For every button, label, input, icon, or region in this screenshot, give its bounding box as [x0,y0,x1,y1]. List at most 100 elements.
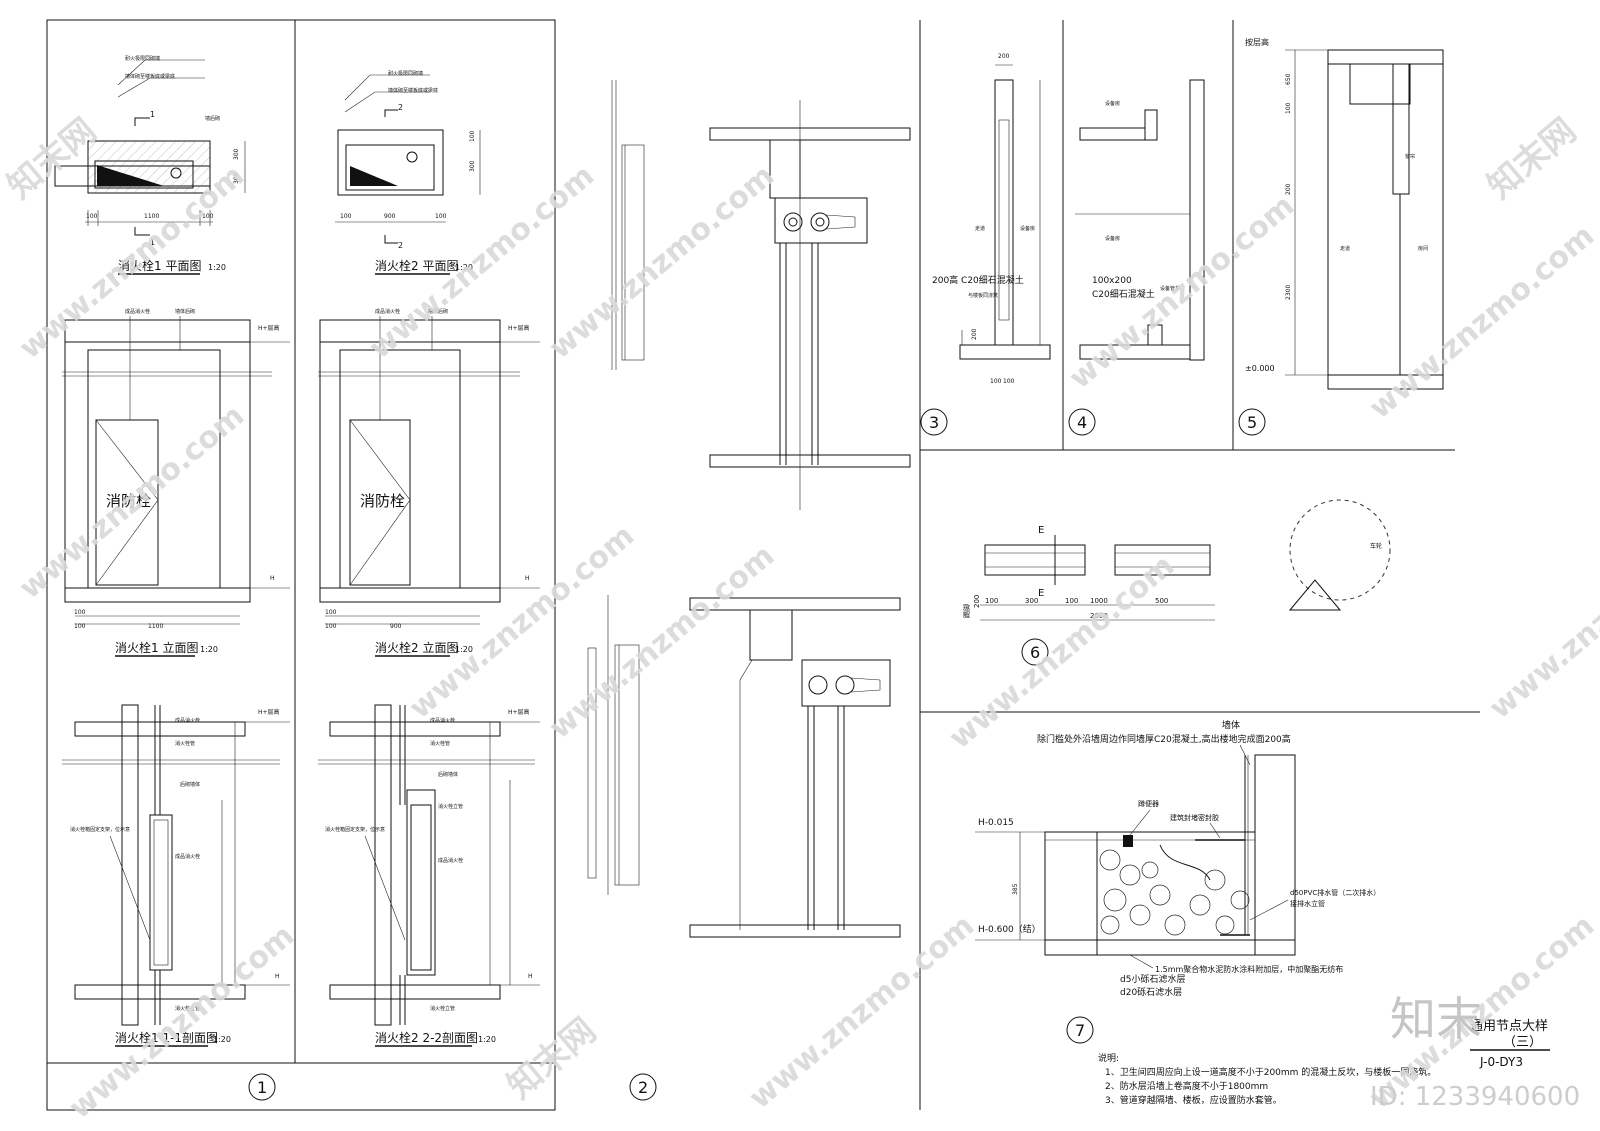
svg-text:www.znzmo.com: www.znzmo.com [1483,518,1600,726]
elev1-dim-2: 1100 [148,623,163,630]
svg-text:100: 100 [990,378,1002,385]
svg-text:www.znzmo.com: www.znzmo.com [13,398,251,606]
svg-text:200: 200 [1285,183,1292,195]
hydrant-2-plan: 耐火极限同砌墙 墙体砌至楼板底或梁底 2 2 100 900 100 100 3… [335,70,481,275]
panel-6-detail: E E 100 300 100 1000 500 2000 踢脚 200 车轮 … [962,499,1391,666]
plan2-scale: 1:20 [455,263,473,272]
hydrant-1-section: 成品消火栓 消火栓管 后砌墙体 成品消火栓 消火栓立管 消火栓箱固定支架，位示意… [62,704,290,1047]
sec1-note-4: 成品消火栓 [175,853,200,860]
svg-text:H-0.600（结）: H-0.600（结） [978,923,1041,935]
svg-text:100: 100 [1285,102,1292,114]
plan2-section-top: 2 [398,103,403,112]
elev2-dim-3: 100 [325,623,337,630]
panel-3-detail: 200 走道 设备房 200高 C20细石混凝土 与楼板同浇筑 200 100 … [920,53,1051,436]
plan1-note-1: 耐火极限同砌墙 [125,55,160,62]
plan2-vdim-2: 300 [469,160,476,172]
drawing-code: J-0-DY3 [1479,1055,1523,1069]
svg-text:100: 100 [1003,378,1015,385]
plan1-scale: 1:20 [208,263,226,272]
elev1-caption: 消火栓1 立面图 [115,640,198,655]
plan2-note-2: 墙体砌至楼板底或梁底 [388,87,438,94]
svg-text:1、卫生间四周应向上设一道高度不小于200mm 的混凝土反坎: 1、卫生间四周应向上设一道高度不小于200mm 的混凝土反坎，与楼板一同浇筑。 [1105,1066,1436,1078]
svg-text:200高 C20细石混凝土: 200高 C20细石混凝土 [932,274,1024,286]
svg-text:车轮: 车轮 [1370,542,1382,550]
panel-4-detail: 设备房 设备房 100x200 C20细石混凝土 设备管井 4 [1068,79,1205,436]
sec1-note-5: 消火栓立管 [175,1005,200,1012]
svg-text:7: 7 [1075,1021,1085,1040]
svg-text:3、管道穿越隔墙、楼板，应设置防水套管。: 3、管道穿越隔墙、楼板，应设置防水套管。 [1105,1094,1282,1106]
svg-text:6: 6 [1030,643,1040,662]
plan1-note-2: 墙体砌至楼板底或梁底 [125,73,175,80]
svg-text:2000: 2000 [1090,612,1108,620]
plan1-section-top: 1 [150,110,155,119]
sec2-note-2: 消火栓管 [430,740,450,747]
panels-3-5-frame [919,20,1480,1110]
svg-text:500: 500 [1155,597,1168,605]
elev1-note-2: 墙体后砌 [175,308,195,315]
svg-text:100: 100 [985,597,998,605]
hydrant-2-section: 成品消火栓 消火栓管 后砌墙体 消火栓立管 成品消火栓 消火栓立管 消火栓箱固定… [318,704,540,1047]
svg-text:100x200: 100x200 [1092,276,1132,286]
svg-text:墙体: 墙体 [1222,719,1240,731]
hydrant-1-plan: 耐火极限同砌墙 墙体砌至楼板底或梁底 墙后砌 1 1 100 1100 100 … [54,55,246,275]
elev2-note-2: 墙体后砌 [428,308,448,315]
svg-text:房间: 房间 [1418,245,1428,252]
e-mark-top: E [1038,525,1044,536]
elev1-dim-1: 100 [74,609,86,616]
svg-text:知末网: 知末网 [1480,111,1584,207]
svg-text:走道: 走道 [1340,245,1350,252]
sec2-note-1: 成品消火栓 [430,717,455,724]
sec1-scale: 1:20 [213,1035,231,1044]
svg-text:蹲便器: 蹲便器 [1138,799,1159,808]
plan2-vdim-1: 100 [469,130,476,142]
sec1-level-top: H+层高 [258,708,280,716]
svg-text:5: 5 [1247,413,1257,432]
plan1-caption: 消火栓1 平面图 [118,258,201,273]
svg-text:200: 200 [998,53,1010,60]
plan1-dim-3: 100 [202,213,214,220]
title-block: 通用节点大样 （三） J-0-DY3 [1470,1019,1550,1069]
sec1-level-bot: H [275,973,280,980]
sec1-note-2: 消火栓管 [175,740,195,747]
elev2-dim-1: 100 [325,609,337,616]
panel-1-number: 1 [248,1073,276,1101]
plan1-section-bot: 1 [150,238,155,247]
svg-text:www.znzmo.com: www.znzmo.com [943,548,1181,756]
svg-text:按层高: 按层高 [1245,37,1269,47]
svg-text:踢脚: 踢脚 [962,604,971,618]
sec2-note-5: 成品消火栓 [438,857,463,864]
sec2-note-7: 消火栓箱固定支架，位示意 [325,826,385,833]
svg-text:385: 385 [1012,883,1019,895]
svg-text:设备房: 设备房 [1105,100,1120,107]
svg-text:200: 200 [973,595,981,608]
svg-text:接排水立管: 接排水立管 [1290,899,1325,908]
plan2-note-1: 耐火极限同砌墙 [388,70,423,77]
svg-text:除门槛处外沿墙周边作同墙厚C20混凝土,高出楼地完成面200: 除门槛处外沿墙周边作同墙厚C20混凝土,高出楼地完成面200高 [1037,733,1291,745]
svg-text:2: 2 [638,1078,648,1097]
panel-7-detail: H-0.015 H-0.600（结） 385 墙体 除门槛处外沿墙周边作同墙厚C… [975,719,1436,1106]
drawing-title-suffix: （三） [1503,1035,1542,1050]
panel-2-number: 2 [629,1073,657,1101]
elev2-level-bot: H [525,575,530,582]
svg-text:2300: 2300 [1285,285,1292,300]
elev2-scale: 1:20 [455,645,473,654]
elev1-dim-3: 100 [74,623,86,630]
plan1-note-3: 墙后砌 [205,115,220,122]
svg-text:100: 100 [1065,597,1078,605]
plan1-vdim-2: 300 [233,172,240,184]
plan1-dim-1: 100 [86,213,98,220]
svg-text:d50PVC排水管（二次排水）: d50PVC排水管（二次排水） [1290,888,1380,897]
plan1-vdim-1: 300 [233,148,240,160]
image-id: ID: 1233940600 [1370,1082,1580,1112]
svg-text:设备管井: 设备管井 [1160,285,1180,292]
sec1-note-3: 后砌墙体 [180,781,200,788]
panel-1-frame [46,19,556,1111]
sec2-note-4: 消火栓立管 [438,803,463,810]
hydrant-2-elevation: 消防栓 H+层高 H 成品消火栓 墙体后砌 100 900 100 消火栓2 立… [318,308,540,657]
sec2-note-3: 后砌墙体 [438,771,458,778]
svg-text:d20砾石滤水层: d20砾石滤水层 [1120,986,1182,998]
hydrant-1-elevation: 消防栓 H+层高 H 成品消火栓 墙体后砌 100 1100 100 消火栓1 … [62,308,290,657]
svg-text:知末网: 知末网 [500,1011,604,1107]
plan2-dim-1: 100 [340,213,352,220]
